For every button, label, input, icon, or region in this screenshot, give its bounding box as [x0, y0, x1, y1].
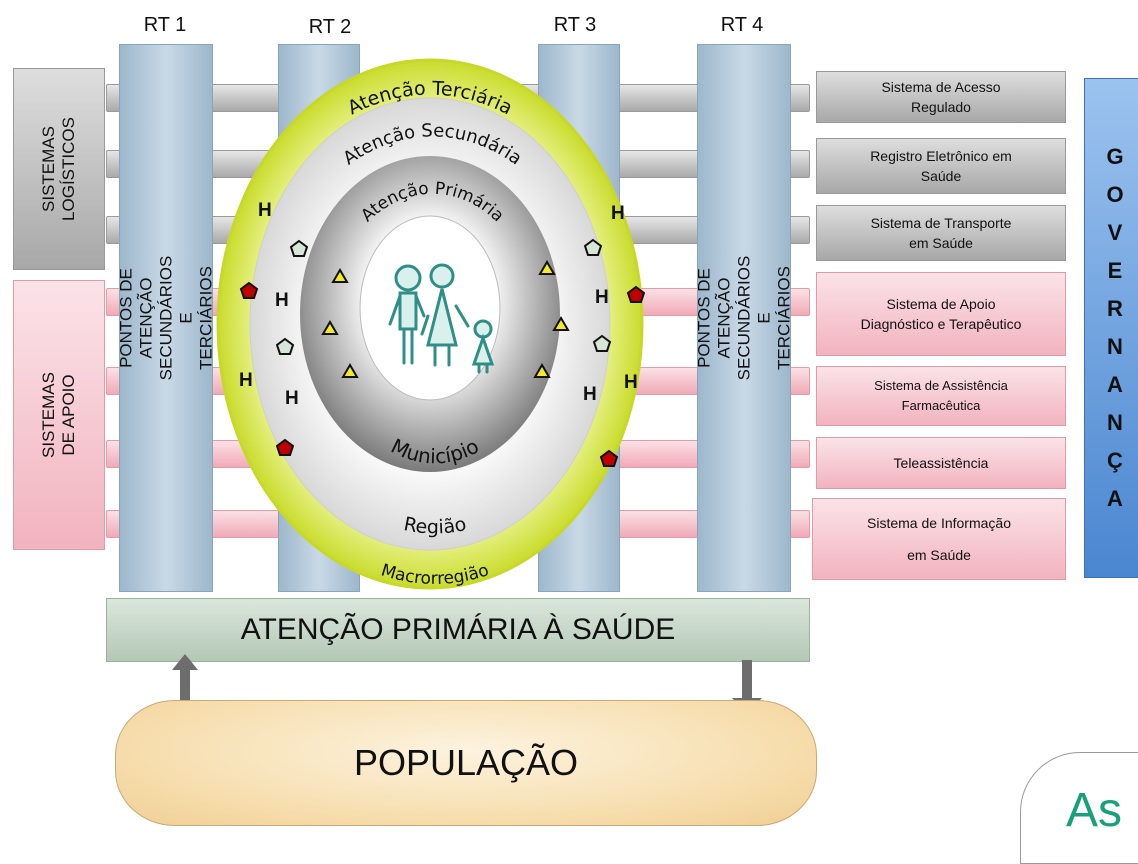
pentagon-marker [592, 334, 612, 352]
triangle-marker [331, 268, 349, 283]
hospital-marker: H [624, 372, 638, 393]
governance-letter: A [1107, 372, 1123, 397]
system-teleassistance: Teleassistência [816, 437, 1066, 489]
pentagon-marker [275, 337, 295, 355]
triangle-marker [538, 260, 556, 275]
system-pharma-assistance: Sistema de Assistência Farmacêutica [816, 366, 1066, 426]
governance-letter: R [1107, 296, 1123, 321]
governance-letter: O [1106, 182, 1124, 207]
rt3-label: RT 3 [553, 14, 597, 36]
support-systems-box: SISTEMAS DE APOIO [13, 280, 105, 550]
pentagon-marker-red [239, 281, 259, 299]
triangle-marker [533, 363, 551, 378]
support-systems-label: SISTEMAS DE APOIO [39, 372, 78, 458]
governance-letter: A [1107, 486, 1123, 511]
triangle-marker [552, 316, 570, 331]
triangle-marker [321, 320, 339, 335]
pentagon-marker [583, 238, 603, 256]
up-arrow-icon [172, 654, 198, 708]
hospital-marker: H [239, 370, 253, 391]
corner-logo: As [1020, 752, 1138, 864]
primary-health-care-bar: ATENÇÃO PRIMÁRIA À SAÚDE [106, 598, 810, 662]
population-ellipse: POPULAÇÃO [115, 700, 817, 826]
system-health-information: Sistema de Informação em Saúde [812, 498, 1066, 580]
governance-letter: N [1107, 334, 1123, 359]
system-transport: Sistema de Transporte em Saúde [816, 205, 1066, 261]
rt1-column-label: PONTOS DE ATENÇÃO SECUNDÁRIOS E TERCIÁRI… [116, 255, 215, 381]
rt4-column: PONTOS DE ATENÇÃO SECUNDÁRIOS E TERCIÁRI… [694, 44, 793, 592]
hospital-marker: H [275, 290, 289, 311]
hospital-marker: H [258, 200, 272, 221]
rt4-column-label: PONTOS DE ATENÇÃO SECUNDÁRIOS E TERCIÁRI… [694, 255, 793, 381]
governance-letter: V [1107, 220, 1123, 245]
rt1-column: PONTOS DE ATENÇÃO SECUNDÁRIOS E TERCIÁRI… [116, 44, 215, 592]
hospital-marker: H [595, 287, 609, 308]
pentagon-marker-red [599, 449, 619, 467]
hospital-marker: H [285, 388, 299, 409]
governance-letter: G [1106, 144, 1124, 169]
region-label: Região [402, 513, 468, 538]
logistic-systems-box: SISTEMAS LOGÍSTICOS [13, 68, 105, 270]
system-electronic-record: Registro Eletrônico em Saúde [816, 138, 1066, 194]
governance-letter: N [1107, 410, 1123, 435]
governance-bar: G O V E R N A N Ç A [1084, 78, 1138, 578]
pentagon-marker [289, 239, 309, 257]
logistic-systems-label: SISTEMAS LOGÍSTICOS [39, 117, 79, 221]
corner-logo-text: As [1066, 784, 1123, 837]
pentagon-marker-red [275, 438, 295, 456]
system-diagnostic-support: Sistema de Apoio Diagnóstico e Terapêuti… [816, 272, 1066, 356]
hospital-marker: H [611, 203, 625, 224]
rt4-label: RT 4 [720, 14, 764, 36]
triangle-marker [341, 363, 359, 378]
rt1-label: RT 1 [143, 14, 187, 36]
family-icon [388, 263, 495, 374]
pentagon-marker-red [626, 285, 645, 303]
rt2-label: RT 2 [308, 16, 352, 38]
hospital-marker: H [583, 384, 597, 405]
svg-text:Região: Região [402, 513, 468, 538]
governance-letter: E [1107, 258, 1123, 283]
governance-letter: Ç [1107, 448, 1123, 473]
care-levels-diagram: Atenção Terciária Atenção Secundária Ate… [216, 58, 645, 590]
center-circle [359, 215, 501, 401]
system-access-regulated: Sistema de Acesso Regulado [816, 71, 1066, 123]
